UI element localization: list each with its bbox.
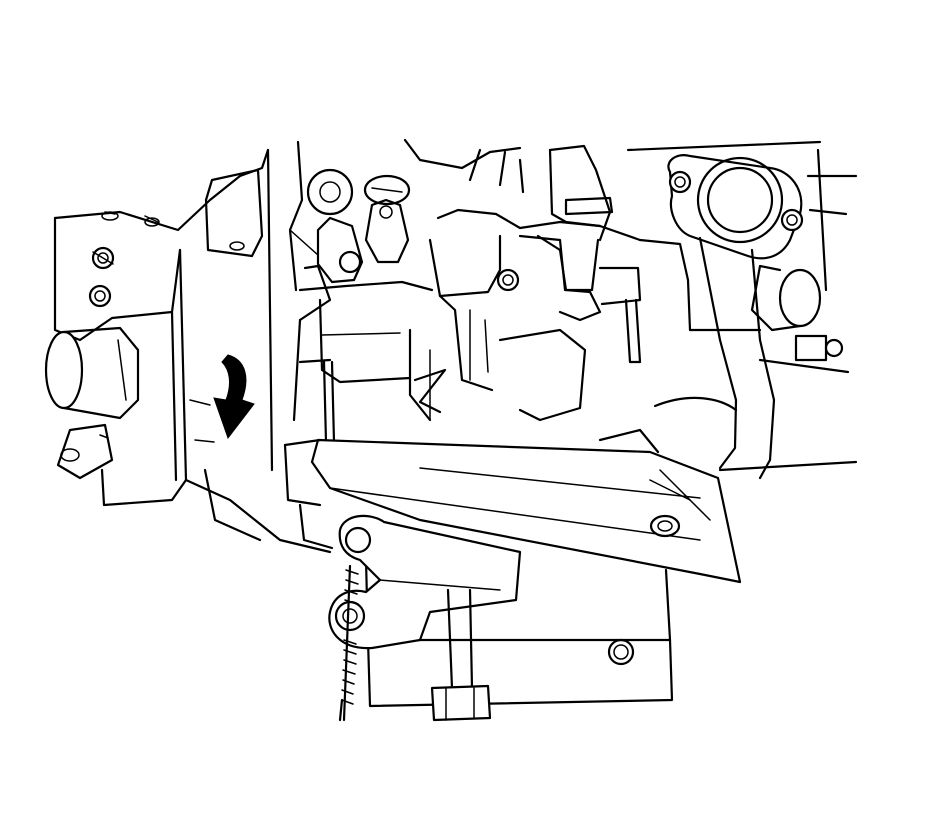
right-side-components	[626, 140, 858, 472]
exhaust-flange	[667, 154, 804, 260]
heat-shield	[310, 438, 742, 584]
transaxle-case-left	[53, 148, 332, 554]
threaded-rod	[338, 564, 359, 722]
upper-block	[204, 138, 525, 472]
solenoid-valve-body	[298, 198, 410, 322]
fluid-check-plug	[306, 168, 411, 216]
left-mount-bolt-lower	[88, 284, 112, 308]
valve-body-housing	[292, 208, 642, 422]
exhaust-pipe	[653, 236, 776, 480]
dipstick-tube	[322, 360, 336, 444]
upper-right-bracket	[536, 144, 642, 364]
jack-screw-rod	[430, 588, 492, 722]
center-bolt	[496, 268, 520, 292]
axle-seal-housing	[44, 326, 140, 480]
left-mount-bolt-upper	[91, 246, 115, 270]
mount-bracket-lower	[328, 514, 522, 650]
lower-support-bracket	[283, 428, 660, 550]
curved-arrow-down-icon	[213, 354, 255, 440]
